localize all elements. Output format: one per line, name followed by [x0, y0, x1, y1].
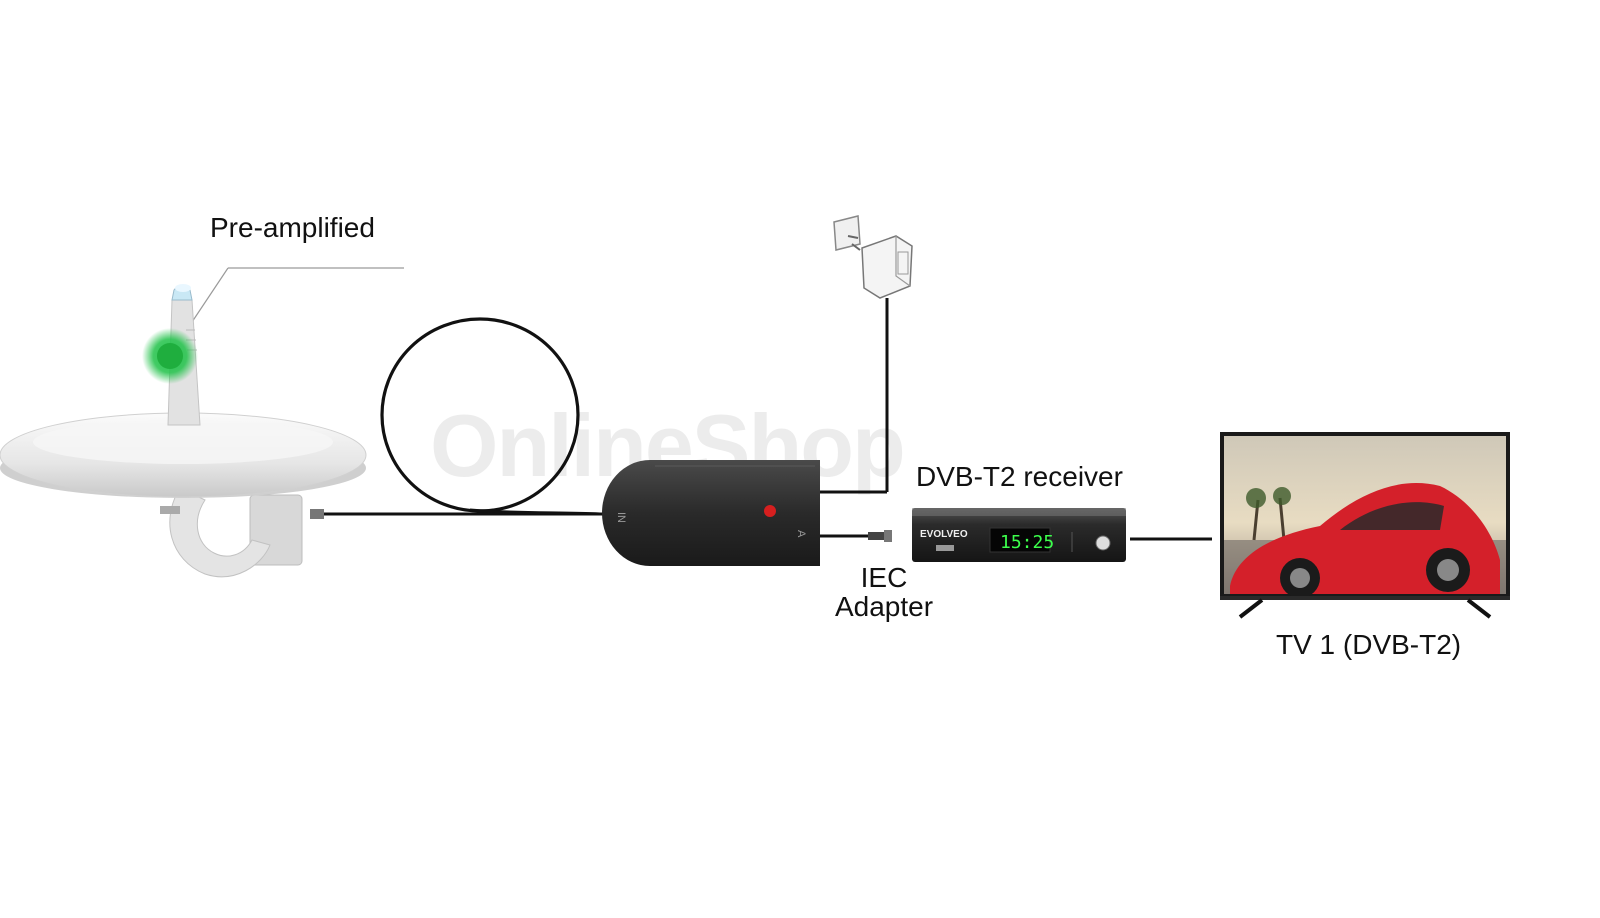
coax-cable: [310, 317, 608, 519]
green-indicator-icon: [142, 328, 198, 384]
red-led-icon: [764, 505, 776, 517]
iec-adapter-label: IEC Adapter: [831, 563, 937, 622]
pre-amplified-label: Pre-amplified: [210, 212, 375, 243]
receiver-clock: 15:25: [1000, 532, 1054, 553]
tv-label: TV 1 (DVB-T2): [1276, 629, 1462, 660]
dvb-t2-receiver: EVOLVEO 15:25: [912, 508, 1212, 562]
power-button-icon: [1095, 535, 1111, 551]
pre-amplified-callout: [171, 267, 404, 353]
power-injector: IN A: [602, 460, 892, 566]
tv-icon: [1220, 432, 1510, 619]
injector-in-marking: IN: [615, 512, 627, 523]
power-adapter-icon: [820, 215, 913, 494]
injector-out-marking: A: [795, 530, 807, 538]
receiver-brand: EVOLVEO: [920, 529, 968, 540]
dvb-receiver-label: DVB-T2 receiver: [916, 461, 1123, 492]
antenna-icon: [0, 284, 367, 578]
iec-label-line1: IEC: [860, 562, 908, 593]
usb-port-icon: [936, 545, 954, 551]
iec-label-line2: Adapter: [834, 591, 934, 623]
